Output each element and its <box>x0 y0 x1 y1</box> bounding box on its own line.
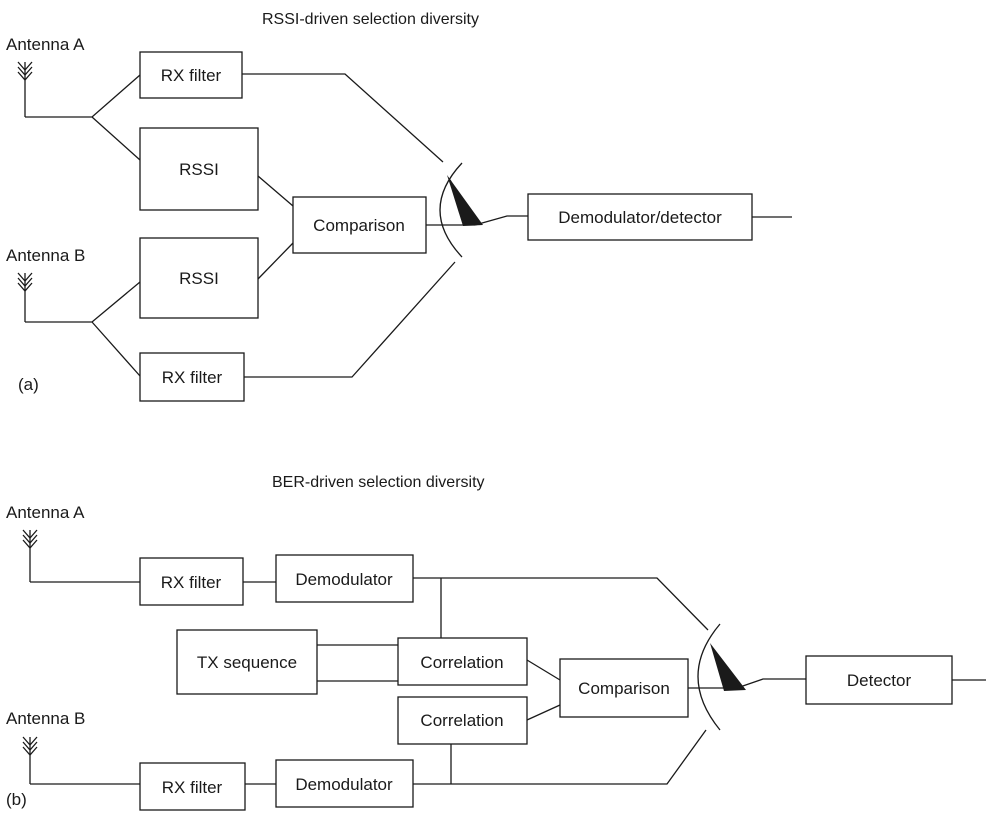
panel-b-demod-b-output-line <box>413 729 707 785</box>
panel-b-selection-switch <box>697 623 806 731</box>
panel-a-antenna-b-feed <box>25 281 141 377</box>
panel-b-correlation-to-comparison-lines <box>526 659 561 721</box>
panel-a-antenna-a-icon <box>17 61 33 117</box>
panel-b-title: BER-driven selection diversity <box>272 474 485 491</box>
panel-b-correlation-a-box <box>397 637 528 686</box>
panel-b-label: (b) <box>6 790 27 809</box>
panel-b-antenna-a-icon <box>22 529 38 582</box>
panel-a-comparison-label: Comparison <box>313 216 405 235</box>
panel-a-selection-switch <box>439 162 528 258</box>
panel-b-correlation-a-label: Correlation <box>420 653 503 672</box>
panel-a-demodulator-detector-box <box>527 193 753 241</box>
panel-a-filter-a-to-switch-line <box>242 73 444 163</box>
panel-b-detector-label: Detector <box>847 671 912 690</box>
panel-a-label: (a) <box>18 375 39 394</box>
panel-b-demod-a-output-line <box>413 577 709 631</box>
panel-a-antenna-b-label: Antenna B <box>6 246 85 265</box>
panel-b-tx-to-correlation-lines <box>317 644 398 682</box>
panel-b-tx-sequence-box <box>176 629 318 695</box>
panel-a-title: RSSI-driven selection diversity <box>262 11 479 28</box>
panel-a-antenna-b-icon <box>17 272 33 322</box>
panel-b-detector-box <box>805 655 953 705</box>
panel-b-comparison-box <box>559 658 689 718</box>
panel-a: RSSI-driven selection diversity Antenna … <box>6 11 792 402</box>
panel-b-rx-filter-a-label: RX filter <box>161 573 222 592</box>
panel-a-rssi-a-box <box>139 127 259 211</box>
panel-a-rx-filter-b-label: RX filter <box>162 368 223 387</box>
panel-b-antenna-b-label: Antenna B <box>6 709 85 728</box>
panel-b-demodulator-a-label: Demodulator <box>295 570 393 589</box>
panel-b-comparison-label: Comparison <box>578 679 670 698</box>
panel-b-rx-filter-b-label: RX filter <box>162 778 223 797</box>
panel-a-comparison-box <box>292 196 427 254</box>
panel-a-rx-filter-a-label: RX filter <box>161 66 222 85</box>
panel-a-filter-b-to-switch-line <box>244 261 456 378</box>
panel-a-rssi-to-comparison-lines <box>257 175 294 280</box>
panel-a-rssi-b-box <box>139 237 259 319</box>
panel-b-demodulator-a-box <box>275 554 414 603</box>
panel-b-correlation-b-label: Correlation <box>420 711 503 730</box>
panel-b-tx-sequence-label: TX sequence <box>197 653 297 672</box>
panel-b-antenna-a-label: Antenna A <box>6 503 85 522</box>
panel-b-demodulator-b-box <box>275 759 414 808</box>
panel-a-rx-filter-a-box <box>139 51 243 99</box>
panel-b-correlation-b-box <box>397 696 528 745</box>
panel-b-antenna-b-icon <box>22 736 38 784</box>
panel-a-antenna-a-label: Antenna A <box>6 35 85 54</box>
panel-a-antenna-a-feed <box>25 74 141 161</box>
panel-b: BER-driven selection diversity Antenna A… <box>6 474 986 811</box>
panel-a-demodulator-detector-label: Demodulator/detector <box>558 208 722 227</box>
panel-a-rssi-b-label: RSSI <box>179 269 219 288</box>
panel-a-rx-filter-b-box <box>139 352 245 402</box>
panel-b-demodulator-b-label: Demodulator <box>295 775 393 794</box>
panel-a-rssi-a-label: RSSI <box>179 160 219 179</box>
panel-b-rx-filter-b-box <box>139 762 246 811</box>
